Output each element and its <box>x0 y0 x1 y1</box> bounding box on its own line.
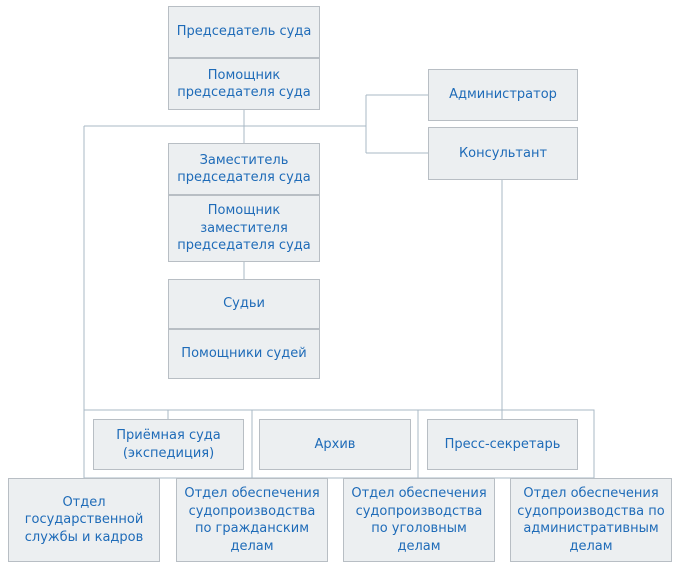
chairman-box: Председатель суда <box>168 6 320 58</box>
reception-box: Приёмная суда (экспедиция) <box>93 419 244 470</box>
archive-box: Архив <box>259 419 411 470</box>
deputy-assistant-box: Помощник заместителя председателя суда <box>168 195 320 262</box>
dept-criminal-cases-box: Отдел обеспечения судопроизводства по уг… <box>343 478 495 562</box>
consultant-box: Консультант <box>428 127 578 180</box>
dept-civil-cases-box: Отдел обеспечения судопроизводства по гр… <box>176 478 328 562</box>
dept-civil-service-box: Отдел государственной службы и кадров <box>8 478 160 562</box>
dept-admin-cases-box: Отдел обеспечения судопроизводства по ад… <box>510 478 672 562</box>
press-secretary-box: Пресс-секретарь <box>427 419 578 470</box>
deputy-box: Заместитель председателя суда <box>168 143 320 195</box>
judges-box: Судьи <box>168 279 320 329</box>
chairman-assistant-box: Помощник председателя суда <box>168 58 320 110</box>
judges-assistants-box: Помощники судей <box>168 329 320 379</box>
administrator-box: Администратор <box>428 69 578 121</box>
